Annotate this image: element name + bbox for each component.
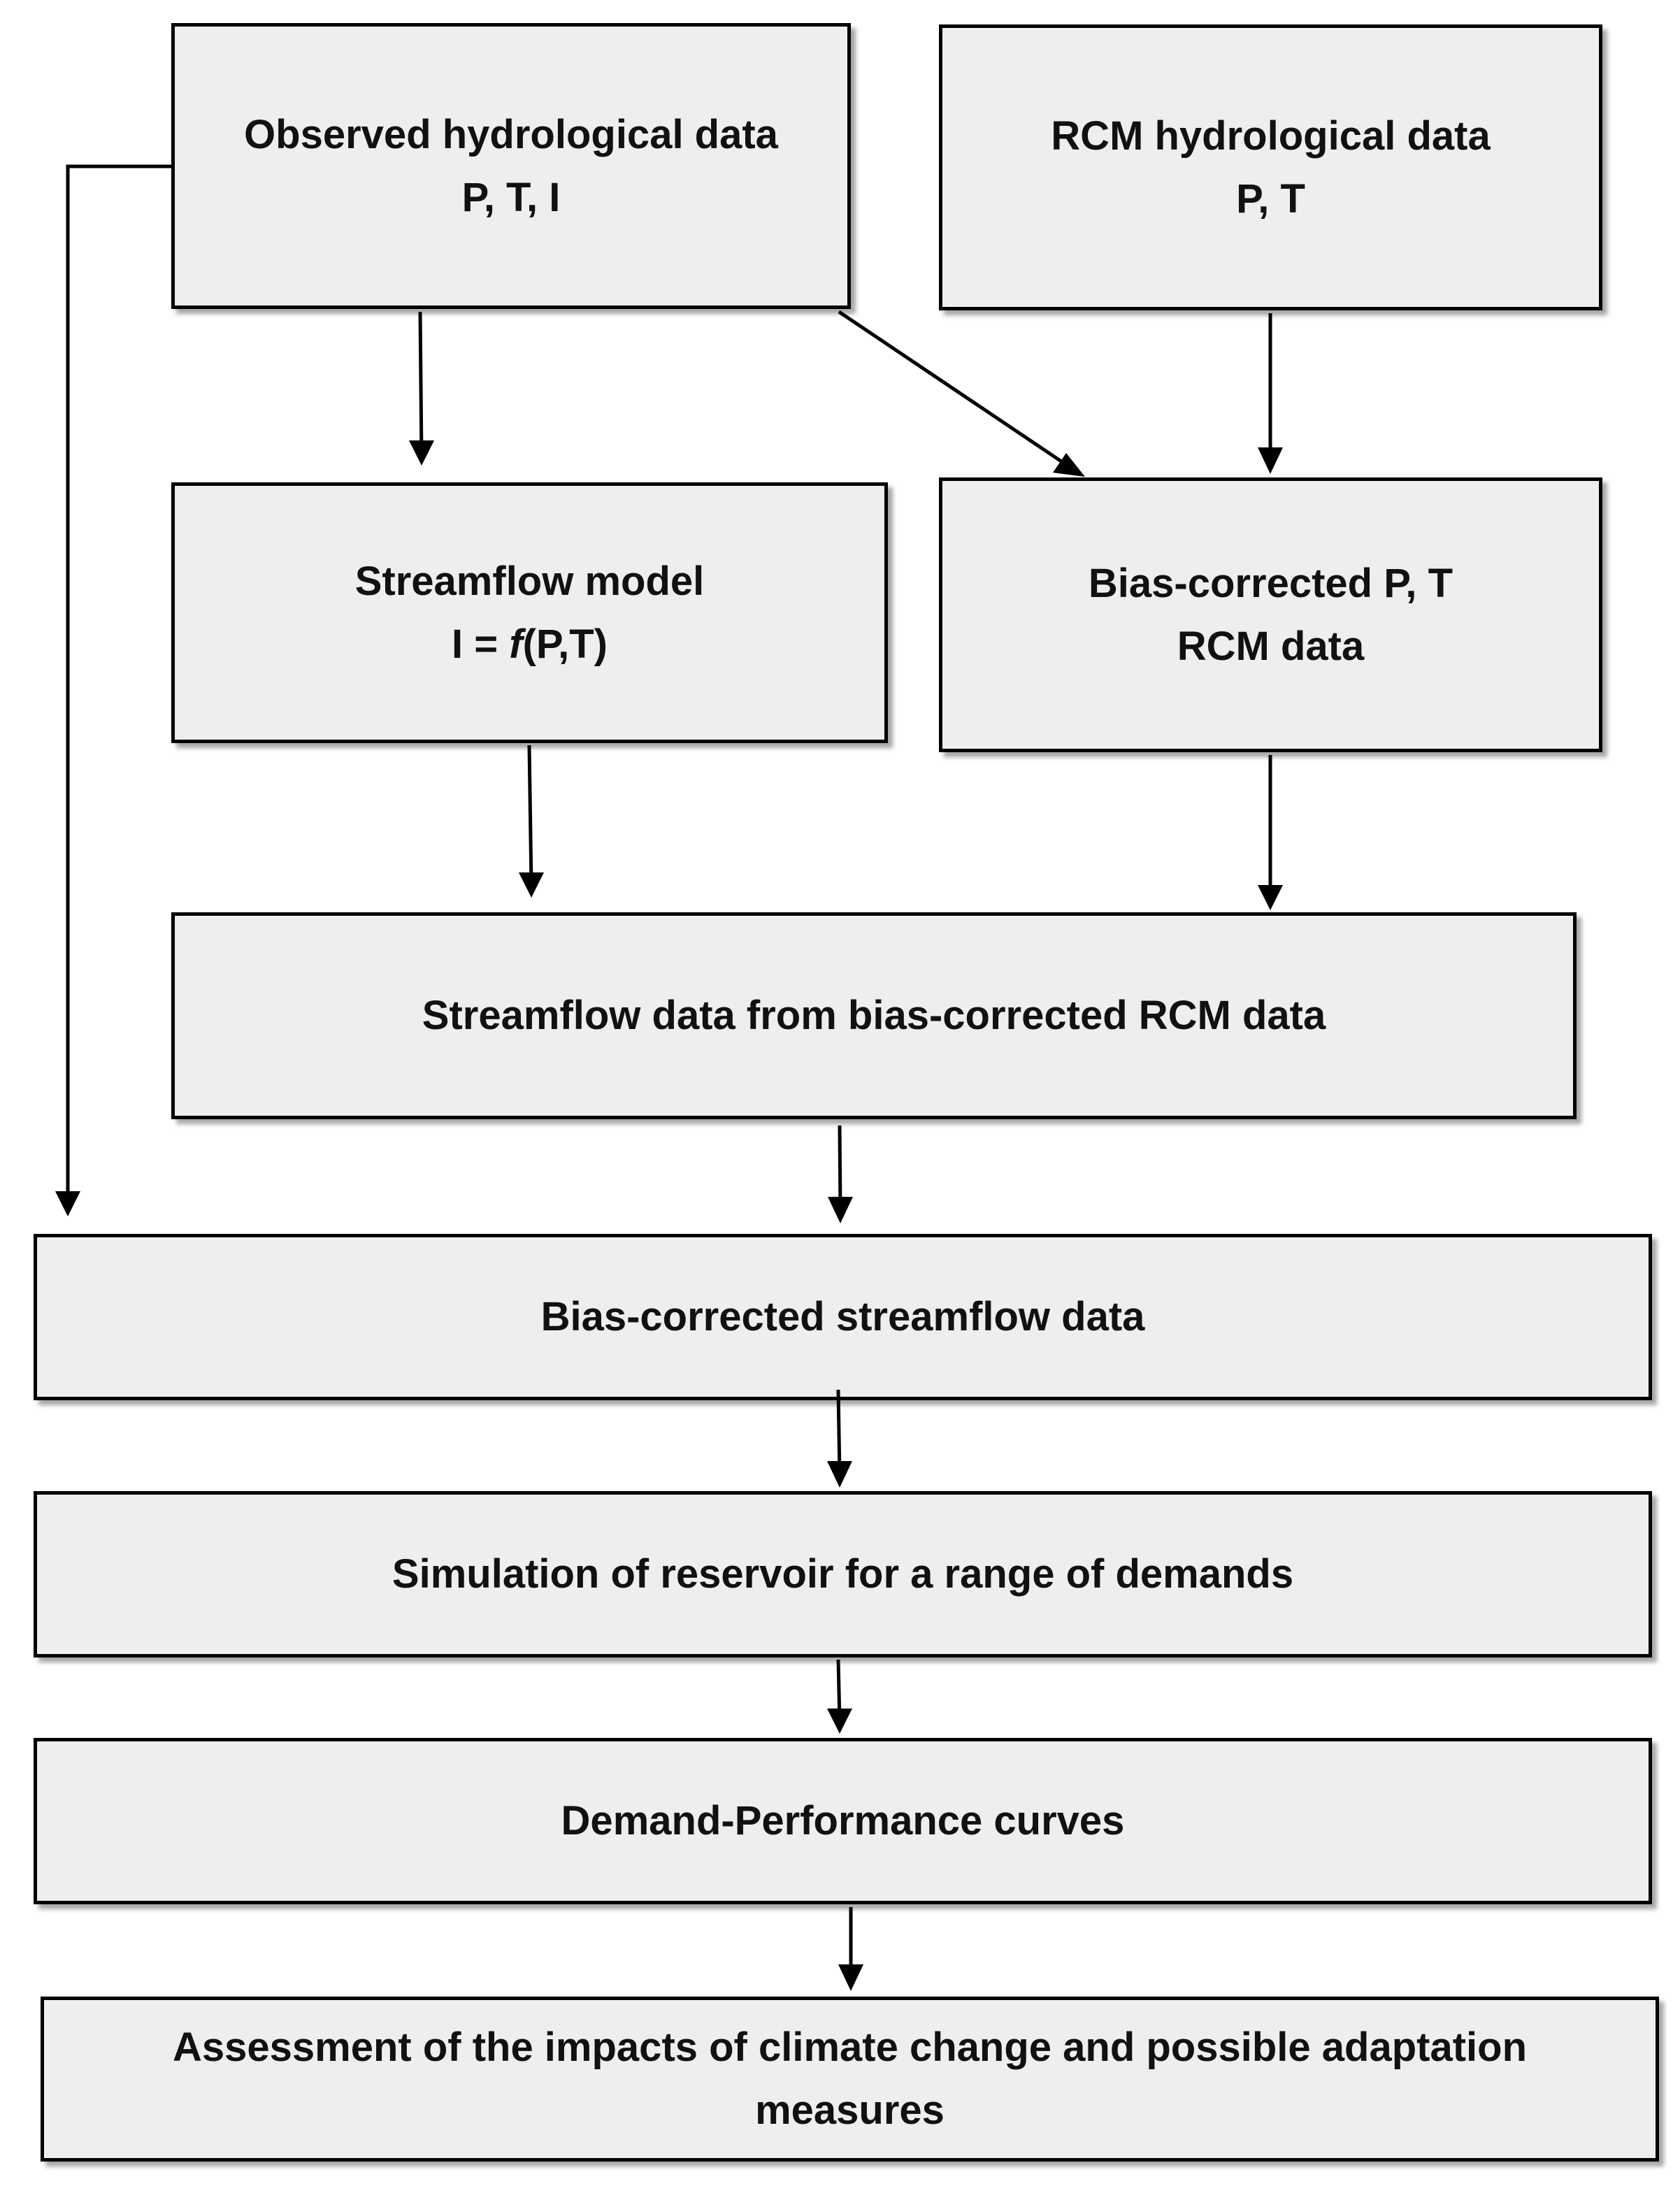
- arrowhead-rcm-to-biaspt: [1258, 447, 1283, 474]
- arrowhead-biaspt-to-streamflow-rcm: [1258, 885, 1283, 910]
- demand-performance-label: Demand-Performance curves: [561, 1798, 1125, 1843]
- streamflow-rcm-box: Streamflow data from bias-corrected RCM …: [171, 912, 1577, 1119]
- demand-performance-box: Demand-Performance curves: [34, 1738, 1652, 1904]
- equation-prefix: I =: [452, 621, 510, 667]
- arrowhead-simulation-to-demand: [827, 1709, 852, 1734]
- arrow-observed-to-bias-streamflow: [66, 164, 171, 1195]
- equation-suffix: (P,T): [522, 621, 608, 667]
- arrowhead-observed-to-model: [409, 440, 434, 466]
- assessment-line-2: measures: [755, 2087, 945, 2133]
- reservoir-simulation-box: Simulation of reservoir for a range of d…: [34, 1491, 1652, 1658]
- arrowhead-demand-to-assessment: [838, 1964, 863, 1991]
- streamflow-model-title: Streamflow model: [354, 558, 705, 604]
- arrowhead-model-to-streamflow-rcm: [519, 872, 544, 898]
- rcm-hydrological-data-box: RCM hydrological data P, T: [939, 24, 1602, 310]
- assessment-line-1: Assessment of the impacts of climate cha…: [172, 2025, 1528, 2070]
- arrowhead-bias-streamflow-to-simulation: [827, 1461, 852, 1488]
- arrowhead-observed-to-bias-streamflow: [55, 1191, 80, 1216]
- arrowhead-observed-to-biaspt: [1053, 453, 1085, 477]
- assessment-box: Assessment of the impacts of climate cha…: [41, 1997, 1659, 2162]
- bias-corrected-streamflow-box: Bias-corrected streamflow data: [34, 1234, 1652, 1400]
- bias-corrected-pt-title: Bias-corrected P, T: [1088, 560, 1453, 606]
- equation-function: f: [509, 621, 523, 667]
- observed-variables: P, T, I: [461, 174, 561, 220]
- reservoir-simulation-label: Simulation of reservoir for a range of d…: [392, 1551, 1294, 1597]
- streamflow-rcm-label: Streamflow data from bias-corrected RCM …: [422, 993, 1326, 1038]
- bias-corrected-pt-subtitle: RCM data: [1177, 623, 1365, 669]
- arrowhead-streamflow-rcm-to-bias-streamflow: [828, 1197, 853, 1223]
- observed-hydrological-data-box: Observed hydrological data P, T, I: [171, 23, 851, 309]
- streamflow-model-equation: I = f(P,T): [452, 613, 608, 676]
- bias-corrected-streamflow-label: Bias-corrected streamflow data: [540, 1294, 1145, 1339]
- bias-corrected-pt-box: Bias-corrected P, T RCM data: [939, 477, 1602, 752]
- observed-title: Observed hydrological data: [244, 111, 778, 157]
- arrow-observed-to-biaspt: [838, 310, 1071, 469]
- rcm-title: RCM hydrological data: [1051, 113, 1491, 159]
- arrow-bias-streamflow-to-simulation: [836, 1389, 842, 1476]
- streamflow-model-box: Streamflow model I = f(P,T): [171, 482, 888, 743]
- arrow-simulation-to-demand: [836, 1659, 842, 1722]
- arrow-observed-to-model: [418, 311, 424, 458]
- arrow-model-to-streamflow-rcm: [527, 745, 533, 886]
- rcm-variables: P, T: [1236, 175, 1305, 222]
